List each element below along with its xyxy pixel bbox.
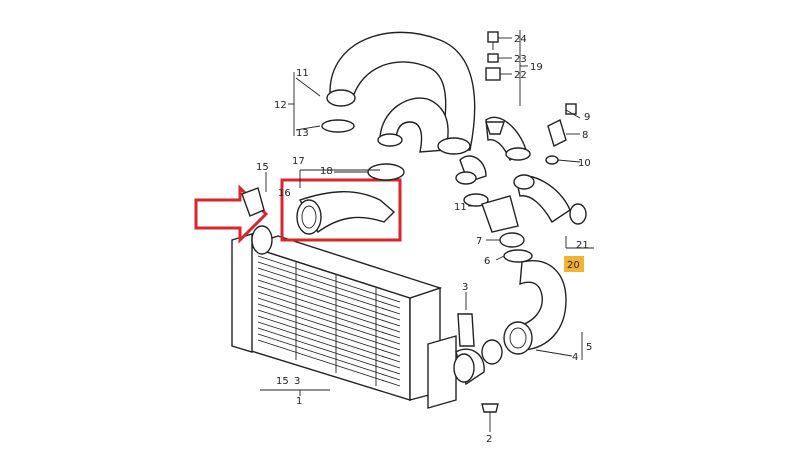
leader-lines	[260, 30, 594, 432]
label-1: 1	[296, 396, 302, 407]
label-16: 16	[278, 188, 291, 199]
label-3a: 3	[462, 282, 468, 293]
part-20-badge	[564, 256, 584, 272]
label-8: 8	[582, 130, 588, 141]
label-21: 21	[576, 240, 589, 251]
label-11b: 11	[454, 202, 467, 213]
label-13: 13	[296, 128, 309, 139]
label-15b: 15	[276, 376, 289, 387]
bolt-2	[481, 403, 499, 426]
bolts-22-24	[485, 31, 505, 135]
upper-pipe	[321, 31, 476, 155]
label-20: 20	[567, 260, 580, 271]
clamp-18	[367, 163, 405, 181]
label-15a: 15	[256, 162, 269, 173]
hose-20	[513, 174, 587, 225]
label-4: 4	[572, 352, 578, 363]
lower-hose	[453, 260, 567, 386]
label-19: 19	[530, 62, 543, 73]
label-6: 6	[484, 256, 490, 267]
label-5: 5	[586, 342, 592, 353]
label-23: 23	[514, 54, 527, 65]
label-10: 10	[578, 158, 591, 169]
label-22: 22	[514, 70, 527, 81]
label-3b: 3	[294, 376, 300, 387]
label-2: 2	[486, 434, 492, 445]
intercooler-radiator	[231, 225, 457, 409]
mid-fittings	[463, 193, 533, 263]
label-12: 12	[274, 100, 287, 111]
hose-16	[296, 191, 396, 235]
label-18: 18	[320, 166, 333, 177]
gasket-15	[241, 187, 265, 217]
label-17: 17	[292, 156, 305, 167]
label-9: 9	[584, 112, 590, 123]
label-7: 7	[476, 236, 482, 247]
highlight-box	[280, 178, 402, 242]
label-11a: 11	[296, 68, 309, 79]
label-24: 24	[514, 34, 527, 45]
